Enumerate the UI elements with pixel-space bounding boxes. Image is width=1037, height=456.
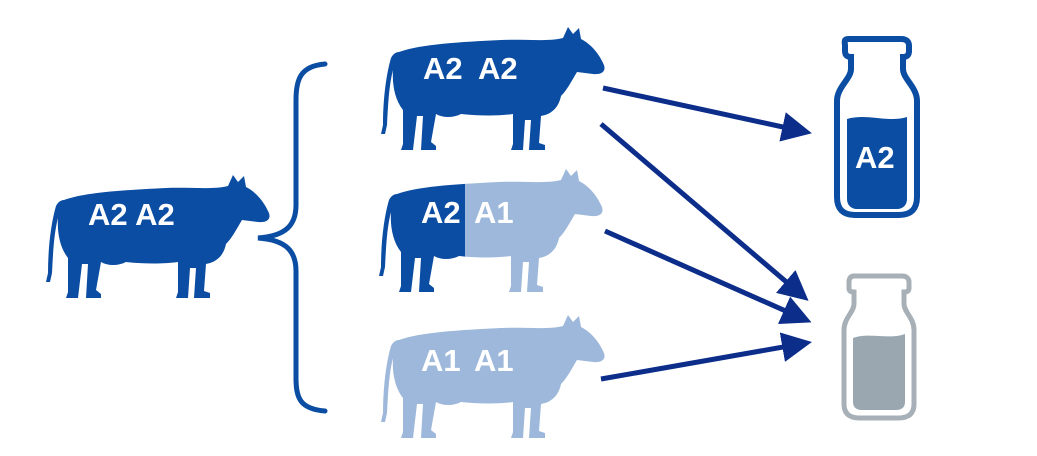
offspring-2-genotype-right: A1	[474, 195, 514, 230]
offspring-3-genotype-left: A1	[421, 343, 461, 378]
offspring-2-genotype-left: A2	[421, 195, 461, 230]
parent-cow-genotype: A2 A2	[88, 197, 175, 232]
milk-bottle-a2	[837, 39, 917, 215]
offspring-cow-a2a1	[379, 169, 603, 292]
cow-icon	[46, 175, 270, 298]
cow-icon	[381, 27, 605, 150]
offspring-1-genotype-right: A2	[478, 51, 518, 86]
milk-fill-a2	[847, 117, 907, 209]
milk-fill-gray	[853, 334, 905, 410]
bottle-a2-label: A2	[855, 140, 895, 175]
offspring-3-genotype-right: A1	[474, 343, 514, 378]
arrow-a2a1-to-gray-bottle	[603, 228, 812, 324]
offspring-bracket	[257, 61, 328, 414]
arrow-a2a2-to-a2-bottle	[602, 85, 812, 142]
milk-bottle-gray	[841, 273, 917, 421]
offspring-cow-a2a2	[381, 27, 605, 150]
arrow-a2a2-to-gray-bottle	[599, 122, 809, 301]
parent-cow	[46, 175, 270, 298]
offspring-1-genotype-left: A2	[423, 51, 463, 86]
arrow-a1a1-to-gray-bottle	[600, 332, 812, 382]
